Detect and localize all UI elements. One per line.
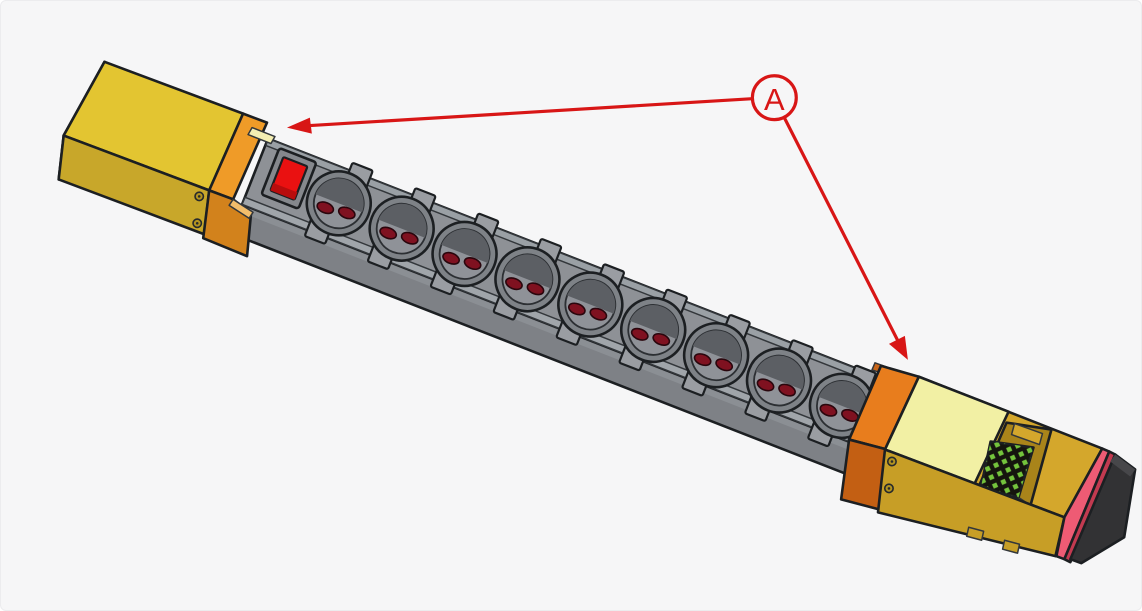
right-cap-tab-1 [965,526,985,541]
callout-label: A [764,82,785,117]
right-cap-tab-2 [1001,539,1021,554]
callout-arrowhead-right [888,335,908,360]
right-end-cap [839,362,1137,565]
callout-arrowhead-left [286,117,312,134]
left-cap-screws [192,191,205,229]
left-cap-pale-sliver [247,126,276,145]
left-end-cap [57,60,276,258]
left-band-edge-sliver [228,198,254,220]
callout-leader-left [308,97,754,128]
grille-back-tab [1010,422,1044,446]
end-cord-block-top [1110,454,1136,477]
callout-balloon [750,74,798,122]
end-darkred-strip [1063,450,1117,564]
power-switch [260,147,317,210]
power-strip-body [236,137,889,477]
right-cap-screws [883,456,897,494]
grille-dot-pattern [980,441,1034,498]
callout-a: A [286,74,908,360]
callout-leader-right [782,116,900,343]
